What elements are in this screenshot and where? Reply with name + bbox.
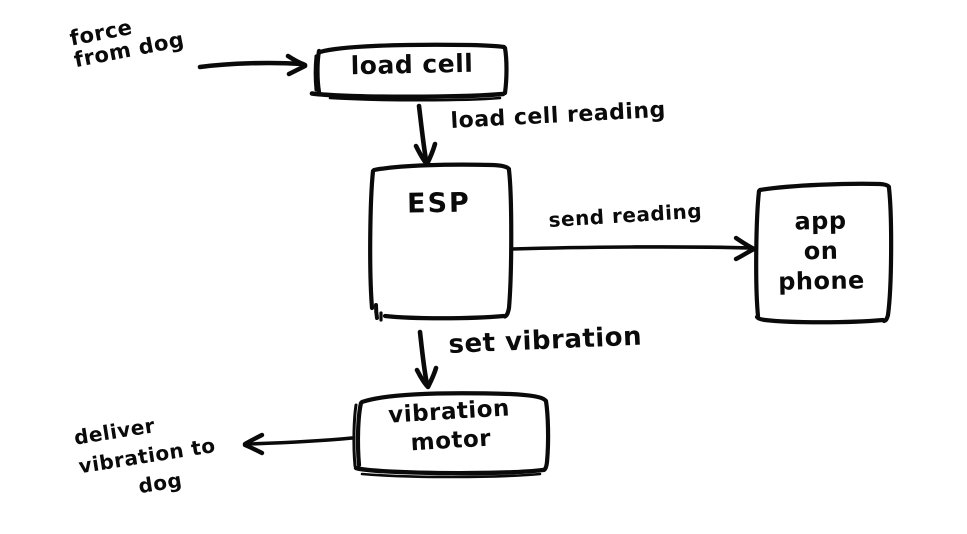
app-on-phone-box [754,181,894,325]
load-cell-box [309,42,509,102]
vibration-motor-box [352,391,551,479]
node-load-cell[interactable] [316,44,508,100]
arrow-deliver-vibration [242,432,354,456]
arrow-send-reading [510,235,757,262]
node-app-on-phone[interactable] [755,183,892,323]
arrow-set-vibration [414,329,439,390]
esp-box [368,162,514,322]
node-vibration-motor[interactable] [353,391,549,477]
node-esp[interactable] [369,164,513,320]
arrow-load-cell-reading [413,103,438,167]
arrow-force-from-dog [197,53,308,77]
